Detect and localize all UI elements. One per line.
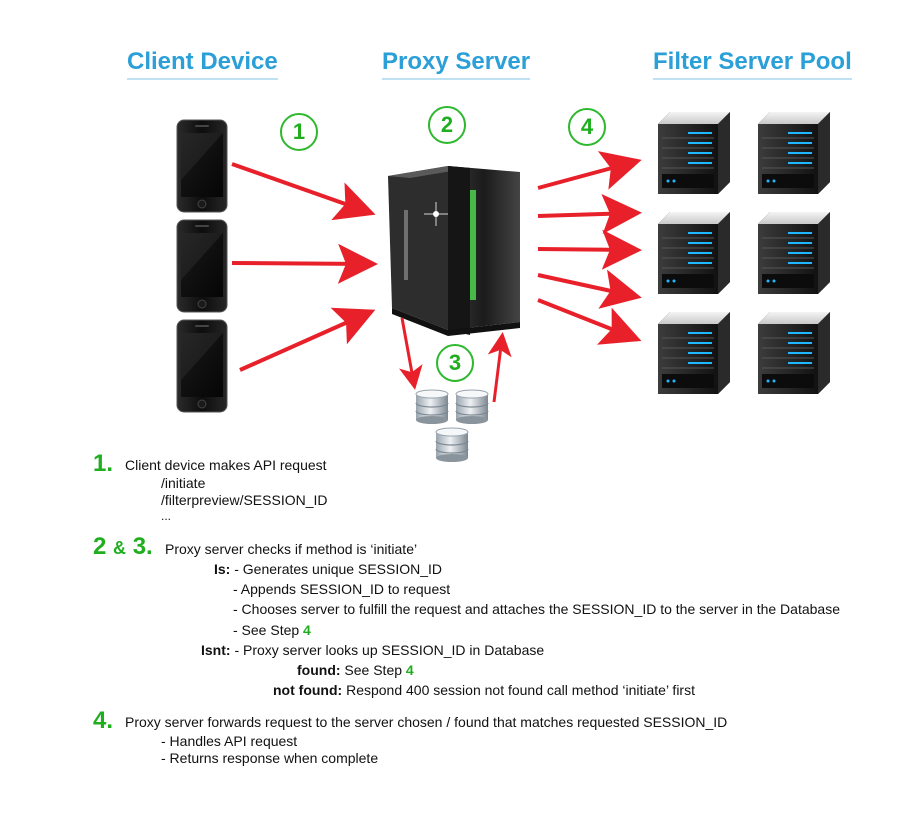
- is-line: - Chooses server to fulfill the request …: [233, 601, 840, 617]
- rack-server-icon: [757, 311, 831, 395]
- isnt-branch: Isnt: - Proxy server looks up SESSION_ID…: [201, 642, 544, 658]
- not-found-branch: not found: Respond 400 session not found…: [273, 682, 695, 698]
- step-1-text: Client device makes API request: [125, 457, 327, 473]
- forward-arrow: [537, 229, 642, 270]
- request-arrow: [231, 162, 376, 221]
- is-see-step: - See Step 4: [233, 622, 311, 638]
- found-branch: found: See Step 4: [297, 662, 414, 678]
- isnt-label: Isnt:: [201, 642, 231, 658]
- step-4-line: - Returns response when complete: [161, 750, 379, 766]
- step-ref: 4: [303, 622, 311, 638]
- request-arrow: [231, 243, 378, 284]
- step-4-number: 4.: [93, 707, 114, 734]
- step-1-line: /filterpreview/SESSION_ID: [161, 492, 328, 508]
- forward-arrow: [537, 298, 642, 345]
- step-1-number: 1.: [93, 450, 114, 477]
- proxy-server-heading: Proxy Server: [382, 48, 531, 80]
- smartphone-icon: [176, 319, 228, 413]
- rack-server-icon: [757, 111, 831, 195]
- db-lookup-arrow: [398, 317, 423, 390]
- smartphone-icon: [176, 119, 228, 213]
- smartphone-icon: [176, 219, 228, 313]
- not-found-text: Respond 400 session not found call metho…: [346, 682, 695, 698]
- database-icon: [435, 427, 469, 463]
- found-label: found:: [297, 662, 341, 678]
- rack-server-icon: [657, 111, 731, 195]
- is-label: Is:: [214, 561, 231, 577]
- forward-arrow: [537, 194, 642, 234]
- database-icon: [415, 389, 449, 425]
- step-1-line: ...: [161, 509, 172, 523]
- step-2-marker: 2: [428, 106, 466, 144]
- isnt-text: - Proxy server looks up SESSION_ID in Da…: [234, 642, 545, 658]
- not-found-label: not found:: [273, 682, 343, 698]
- step-1-marker: 1: [280, 113, 318, 151]
- found-text: See Step: [344, 662, 403, 678]
- step-ref: 4: [405, 662, 414, 678]
- database-icon: [455, 389, 489, 425]
- is-line: - Generates unique SESSION_ID: [234, 561, 443, 577]
- step-2-3-text: Proxy server checks if method is ‘initia…: [165, 541, 418, 557]
- ampersand: &: [113, 538, 127, 558]
- is-branch: Is: - Generates unique SESSION_ID: [214, 561, 442, 577]
- step-4-text: Proxy server forwards request to the ser…: [125, 714, 728, 730]
- is-line: - See Step: [233, 622, 300, 638]
- rack-server-icon: [657, 311, 731, 395]
- step-1-line: /initiate: [161, 475, 206, 491]
- is-line: - Appends SESSION_ID to request: [233, 581, 451, 597]
- step-4-marker: 4: [568, 108, 606, 146]
- step-2-digit: 2: [93, 533, 107, 560]
- filter-server-pool-heading: Filter Server Pool: [653, 48, 852, 80]
- client-device-heading: Client Device: [127, 48, 278, 80]
- mainframe-server-icon: [388, 166, 520, 336]
- rack-server-icon: [657, 211, 731, 295]
- step-4-line: - Handles API request: [161, 733, 298, 749]
- step-3-digit: 3.: [132, 533, 153, 560]
- db-return-arrow: [487, 332, 512, 403]
- forward-arrow: [537, 269, 642, 309]
- step-2-3-number: 2 & 3.: [93, 533, 153, 561]
- forward-arrow: [537, 151, 642, 190]
- step-3-marker: 3: [436, 344, 474, 382]
- request-arrow: [239, 307, 376, 372]
- rack-server-icon: [757, 211, 831, 295]
